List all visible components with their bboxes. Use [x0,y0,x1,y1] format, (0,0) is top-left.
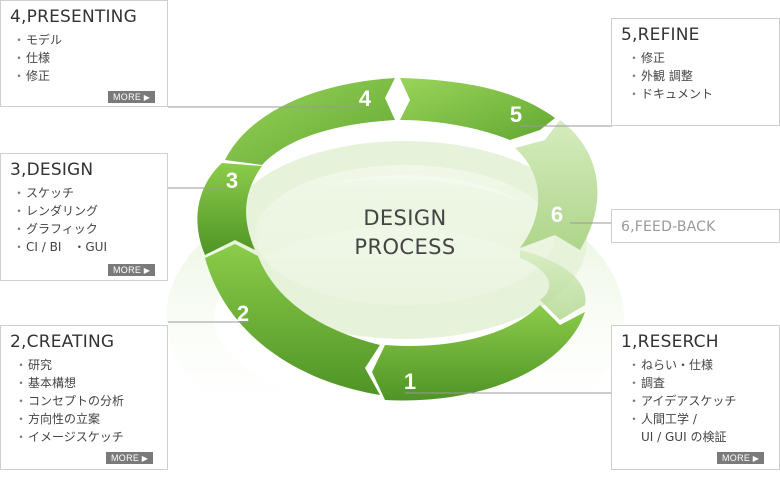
step-title: 6,FEED-BACK [621,219,716,235]
list-item: ねらい・仕様 [628,356,736,374]
step-box-design: 3,DESIGN スケッチ レンダリング グラフィック CI / BI ・GUI… [0,153,168,281]
segment-5-arrow [400,78,555,140]
segment-light-lower [520,250,586,320]
list-item: グラフィック [13,220,107,238]
segment-3-arrow [197,163,262,255]
inner-disc [255,165,555,305]
more-button[interactable]: MORE [108,91,156,103]
more-button[interactable]: MORE [108,264,156,276]
more-button[interactable]: MORE [717,452,765,464]
step-box-feedback: 6,FEED-BACK [611,209,780,243]
center-line-1: DESIGN [363,206,447,230]
step-number-2: 2 [237,301,249,326]
list-item: 基本構想 [15,374,124,392]
list-item: スケッチ [13,184,107,202]
list-item: 調査 [628,374,736,392]
step-items: スケッチ レンダリング グラフィック CI / BI ・GUI [13,184,107,256]
list-item: イメージスケッチ [15,428,124,446]
more-button[interactable]: MORE [106,452,154,464]
list-item: 方向性の立案 [15,410,124,428]
list-item: モデル [13,31,62,49]
list-item: レンダリング [13,202,107,220]
step-box-presenting: 4,PRESENTING モデル 仕様 修正 MORE [0,0,168,107]
list-item: コンセプトの分析 [15,392,124,410]
step-number-5: 5 [510,102,522,127]
step-number-1: 1 [404,369,416,394]
step-number-4: 4 [359,86,372,111]
center-line-2: PROCESS [354,235,456,259]
list-item: CI / BI ・GUI [13,238,107,256]
step-items: ねらい・仕様 調査 アイデアスケッチ 人間工学 / UI / GUI の検証 [628,356,736,446]
step-box-refine: 5,REFINE 修正 外観 調整 ドキュメント [611,18,780,126]
list-item: 修正 [628,49,713,67]
step-items: 研究 基本構想 コンセプトの分析 方向性の立案 イメージスケッチ [15,356,124,446]
step-title: 2,CREATING [10,332,115,352]
step-title: 4,PRESENTING [10,7,137,27]
step-box-reserch: 1,RESERCH ねらい・仕様 調査 アイデアスケッチ 人間工学 / UI /… [611,325,780,470]
list-item: 仕様 [13,49,62,67]
center-label: DESIGN PROCESS [330,204,480,262]
list-item: 外観 調整 [628,67,713,85]
step-number-6: 6 [551,202,563,227]
segment-2-arrow [205,244,380,395]
list-item: 研究 [15,356,124,374]
step-number-3: 3 [226,168,238,193]
list-item: 人間工学 / [628,410,736,428]
segment-6-arrow [515,120,598,250]
step-box-creating: 2,CREATING 研究 基本構想 コンセプトの分析 方向性の立案 イメージス… [0,325,168,470]
segment-1-arrow [372,305,585,401]
segment-4-arrow [225,78,395,165]
step-items: 修正 外観 調整 ドキュメント [628,49,713,103]
list-item: UI / GUI の検証 [641,430,727,444]
list-item: アイデアスケッチ [628,392,736,410]
list-item: 修正 [13,67,62,85]
step-title: 1,RESERCH [621,332,719,352]
list-item: ドキュメント [628,85,713,103]
step-title: 3,DESIGN [10,160,94,180]
step-items: モデル 仕様 修正 [13,31,62,85]
step-title: 5,REFINE [621,25,700,45]
